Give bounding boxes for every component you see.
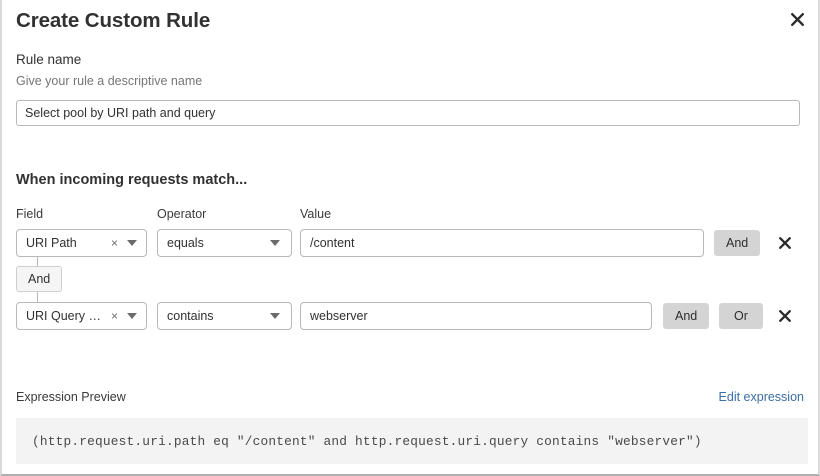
field-select-2-clear-icon[interactable]: ×: [110, 309, 118, 323]
rule-name-input[interactable]: [16, 100, 800, 126]
condition-row: URI Query St... × contains And Or: [2, 302, 820, 332]
value-input-1[interactable]: [300, 229, 704, 257]
and-button-2[interactable]: And: [663, 303, 710, 329]
field-select-2-value: URI Query St...: [26, 309, 109, 323]
page-title: Create Custom Rule: [16, 9, 211, 32]
expression-preview-box: (http.request.uri.path eq "/content" and…: [16, 418, 808, 464]
close-icon: [779, 310, 791, 322]
operator-select-1[interactable]: equals: [157, 229, 292, 257]
condition-row: URI Path × equals And: [2, 229, 820, 259]
field-select-1-clear-icon[interactable]: ×: [110, 236, 118, 250]
column-header-operator: Operator: [157, 207, 207, 221]
delete-condition-button-1[interactable]: [774, 230, 796, 256]
column-header-value: Value: [300, 207, 332, 221]
field-select-1-value: URI Path: [26, 236, 77, 250]
close-icon[interactable]: [784, 6, 810, 32]
close-icon-glyph: [790, 12, 804, 26]
field-select-2[interactable]: URI Query St... ×: [16, 302, 147, 330]
match-section-heading: When incoming requests match...: [16, 172, 248, 188]
delete-condition-button-2[interactable]: [774, 303, 796, 329]
value-input-2[interactable]: [300, 302, 652, 330]
and-button-1[interactable]: And: [714, 230, 761, 256]
or-button-2[interactable]: Or: [719, 303, 763, 329]
edit-expression-link[interactable]: Edit expression: [718, 390, 804, 404]
connector-and-chip[interactable]: And: [16, 266, 63, 292]
chevron-down-icon: [270, 313, 280, 319]
close-icon: [779, 237, 791, 249]
expression-preview-label: Expression Preview: [16, 390, 126, 404]
expression-preview-text: (http.request.uri.path eq "/content" and…: [32, 433, 702, 449]
column-header-field: Field: [16, 207, 44, 221]
chevron-down-icon: [270, 240, 280, 246]
operator-select-1-value: equals: [167, 236, 204, 250]
rule-name-help-text: Give your rule a descriptive name: [16, 74, 203, 88]
operator-select-2[interactable]: contains: [157, 302, 292, 330]
field-select-1[interactable]: URI Path ×: [16, 229, 147, 257]
connector-line-bottom: [37, 292, 38, 302]
rule-name-label: Rule name: [16, 52, 82, 67]
chevron-down-icon: [127, 313, 137, 319]
chevron-down-icon: [127, 240, 137, 246]
operator-select-2-value: contains: [167, 309, 214, 323]
